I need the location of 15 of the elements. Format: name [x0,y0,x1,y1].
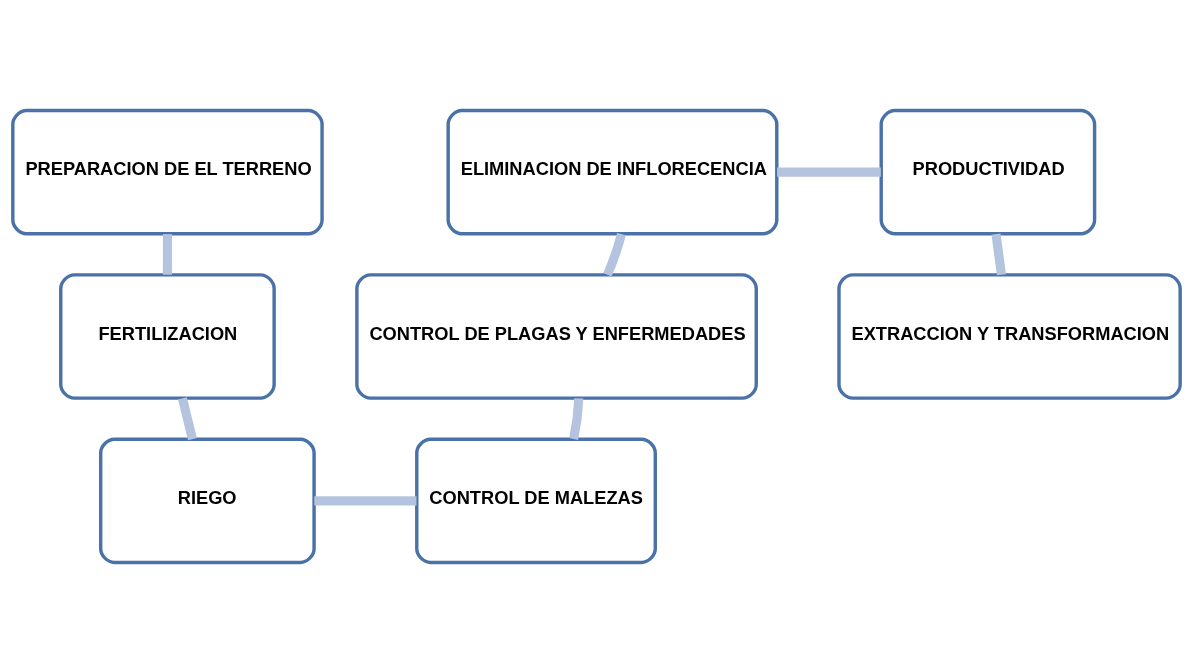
connector [314,495,417,505]
connector [777,167,881,177]
connector [991,233,1006,275]
node-box: PREPARACION DE EL TERRENO [11,108,324,235]
connector [569,397,584,440]
node-box: CONTROL DE PLAGAS Y ENFERMEDADES [355,272,758,400]
connector [162,233,172,275]
node-box: EXTRACCION Y TRANSFORMACION [837,272,1182,400]
connector [603,232,626,277]
node-box: ELIMINACION DE INFLORECENCIA [446,108,779,235]
node-box: PRODUCTIVIDAD [879,108,1097,235]
node-box: FERTILIZACION [59,272,276,400]
node-box: RIEGO [99,437,316,564]
connector [178,396,197,440]
node-box: CONTROL DE MALEZAS [415,437,657,564]
